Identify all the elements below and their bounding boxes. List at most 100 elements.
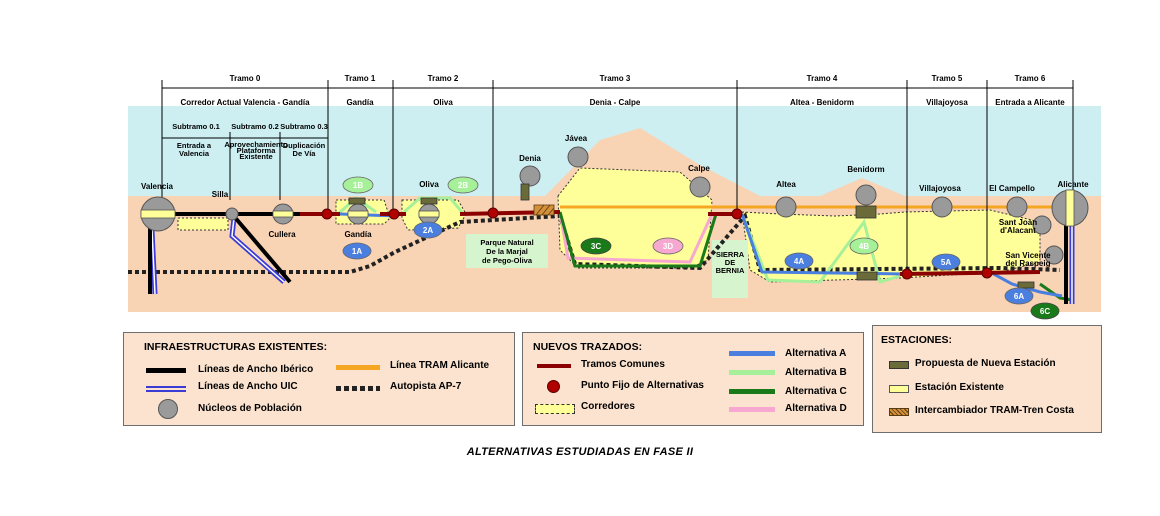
legend-punto-swatch <box>547 380 560 393</box>
legend-alt-a-swatch <box>729 351 775 356</box>
new-station-gandia <box>348 197 366 205</box>
badge-6a: 6A <box>1004 287 1034 305</box>
badge-1a: 1A <box>342 242 372 260</box>
fixed-point-3 <box>487 207 499 219</box>
legend-autopista-label: Autopista AP-7 <box>390 381 462 392</box>
tramo-6-sub: Entrada a Alicante <box>995 98 1065 107</box>
subtramo-02-label: Subtramo 0.2 <box>231 122 279 131</box>
legend-corredores-label: Corredores <box>581 401 635 412</box>
tramo-6-label: Tramo 6 <box>1015 74 1046 83</box>
city-campello: El Campello <box>989 184 1035 193</box>
subtramo-03-desc-2: De Vía <box>293 149 317 158</box>
svg-text:6A: 6A <box>1014 292 1024 301</box>
legend-tram-swatch <box>336 365 380 370</box>
city-benidorm: Benidorm <box>847 165 884 174</box>
svg-text:4A: 4A <box>794 257 804 266</box>
svg-text:2B: 2B <box>458 181 468 190</box>
subtramo-01-label: Subtramo 0.1 <box>172 122 220 131</box>
legend-existente-swatch <box>889 385 909 393</box>
bernia-label-1: SIERRA <box>716 250 745 259</box>
subtramo-03-desc-1: Duplicación <box>283 141 326 150</box>
legend-alt-c-label: Alternativa C <box>785 386 847 397</box>
city-alicante: Alicante <box>1057 180 1089 189</box>
tramo-4-sub: Altea - Benidorm <box>790 98 854 107</box>
nucleus-silla <box>225 207 239 221</box>
legend-autopista-swatch <box>336 386 380 391</box>
population-nuclei <box>225 146 1064 265</box>
fixed-point-5 <box>901 268 913 280</box>
badge-2b: 2B <box>447 176 479 194</box>
new-station-denia <box>520 183 530 201</box>
alt-c-line <box>558 211 718 268</box>
city-silla: Silla <box>212 190 229 199</box>
legend-alt-b-swatch <box>729 370 775 375</box>
badge-1b: 1B <box>342 176 374 194</box>
legend-tramos-swatch <box>537 364 571 368</box>
nucleus-denia <box>519 165 541 187</box>
fixed-point-6 <box>981 267 993 279</box>
tramo-4-label: Tramo 4 <box>807 74 838 83</box>
nucleus-sant-joan <box>1032 215 1052 235</box>
subtramo-02-desc-2: Plataforma <box>237 146 277 155</box>
tramo-3-sub: Denia - Calpe <box>590 98 641 107</box>
legend-propuesta-label: Propuesta de Nueva Estación <box>915 358 1056 369</box>
nucleus-san-vicente <box>1044 245 1064 265</box>
new-station-benidorm <box>855 205 877 219</box>
svg-text:1A: 1A <box>352 247 362 256</box>
existing-station-cullera <box>272 203 294 225</box>
corridor-altea-alicante <box>741 209 1041 283</box>
svg-text:6C: 6C <box>1040 307 1050 316</box>
tramo-1-label: Tramo 1 <box>345 74 376 83</box>
subtramo-02-desc-3: Existente <box>239 152 272 161</box>
new-station-benidorm-south <box>856 271 878 281</box>
city-sant-joan-1: Sant Joan <box>999 218 1037 227</box>
city-cullera: Cullera <box>268 230 296 239</box>
city-san-vicente-1: San Vicente <box>1005 251 1051 260</box>
existing-station-oliva <box>418 203 440 225</box>
legend-uic-label: Líneas de Ancho UIC <box>198 381 298 392</box>
subtramo-01-desc-2: Valencia <box>179 149 210 158</box>
legend-uic-swatch <box>146 386 186 392</box>
bernia-label-3: BERNIA <box>716 266 745 275</box>
new-station-alicante-north <box>1017 281 1035 289</box>
marjal-label-2: De la Marjal <box>486 247 528 256</box>
legend-existente-label: Estación Existente <box>915 382 1004 393</box>
tramo-2-sub: Oliva <box>433 98 453 107</box>
city-san-vicente-2: del Raspeig <box>1006 259 1051 268</box>
city-calpe: Calpe <box>688 164 710 173</box>
legend-alt-b-label: Alternativa B <box>785 367 847 378</box>
tramo-dividers <box>161 80 1074 270</box>
legend-nuevos: NUEVOS TRAZADOS: Tramos Comunes Punto Fi… <box>522 332 864 426</box>
tramo-3-label: Tramo 3 <box>600 74 631 83</box>
nucleus-altea <box>775 196 797 218</box>
subtramo-03-label: Subtramo 0.3 <box>280 122 328 131</box>
svg-text:3D: 3D <box>663 242 673 251</box>
nucleus-benidorm <box>855 184 877 206</box>
tramo-0-sub: Corredor Actual Valencia - Gandía <box>180 98 310 107</box>
figure-caption: ALTERNATIVAS ESTUDIADAS EN FASE II <box>466 446 694 458</box>
city-gandia: Gandía <box>344 230 372 239</box>
badge-3d: 3D <box>652 237 684 255</box>
alt-b-altea <box>740 213 901 284</box>
legend-alt-c-swatch <box>729 389 775 394</box>
badge-4b: 4B <box>849 237 879 255</box>
badge-2a: 2A <box>413 221 443 239</box>
legend-estaciones: ESTACIONES: Propuesta de Nueva Estación … <box>872 325 1102 433</box>
legend-nucleos-swatch <box>158 399 178 419</box>
iberico-silla-branch <box>230 212 292 284</box>
legend-iberico-swatch <box>146 368 186 373</box>
route-diagram: Tramo 0 Tramo 1 Tramo 2 Tramo 3 Tramo 4 … <box>128 74 1101 320</box>
legend-propuesta-swatch <box>889 361 909 369</box>
common-segment-5 <box>899 270 1041 276</box>
new-stations <box>348 183 1035 289</box>
city-denia: Denia <box>519 154 541 163</box>
marjal-label-1: Parque Natural <box>480 238 533 247</box>
tramo-0-label: Tramo 0 <box>230 74 261 83</box>
badge-3c: 3C <box>580 237 612 255</box>
legend-existentes: INFRAESTRUCTURAS EXISTENTES: Líneas de A… <box>123 332 515 426</box>
legend-alt-a-label: Alternativa A <box>785 348 847 359</box>
legend-intercambiador-swatch <box>889 408 909 416</box>
alt-d-line <box>558 211 714 264</box>
svg-text:5A: 5A <box>941 258 951 267</box>
nucleus-javea <box>567 146 589 168</box>
